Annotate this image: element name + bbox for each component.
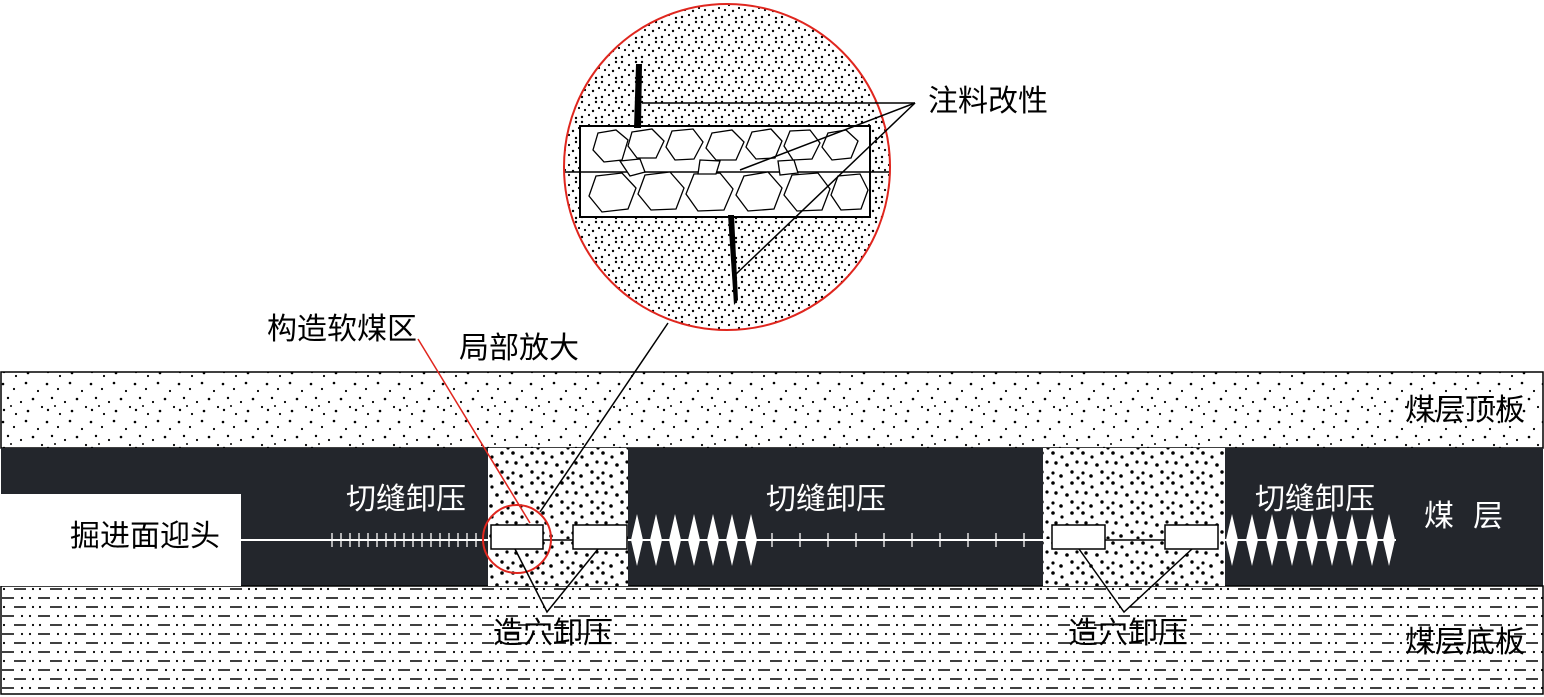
slot-ticks-2	[771, 533, 1025, 547]
grouting-label: 注料改性	[928, 84, 1048, 119]
roadway-opening	[0, 494, 241, 586]
zoom-focus-circle	[482, 504, 552, 574]
floor-layer	[0, 585, 1544, 695]
heading-face-label: 掘进面迎头	[70, 519, 220, 554]
soft-coal-zone-label: 构造软煤区	[267, 312, 417, 347]
grouting-leaders	[642, 102, 916, 276]
coal-seam-layer	[1, 448, 1543, 586]
slot-relief-label-2: 切缝卸压	[766, 482, 886, 517]
coal-seam-label: 煤 层	[1424, 499, 1503, 534]
slot-relief-label-1: 切缝卸压	[346, 482, 466, 517]
magnified-circle-border	[563, 3, 891, 331]
cavity-relief-label-1: 造穴卸压	[493, 616, 613, 651]
leader-enlarge	[539, 322, 669, 513]
cavity-3	[1051, 524, 1106, 550]
upper-fracture	[634, 64, 642, 128]
lower-fracture	[728, 215, 738, 305]
roof-layer	[0, 371, 1544, 449]
cavity-4	[1164, 524, 1219, 550]
leader-cavity-1	[514, 548, 599, 614]
cut-spikes-1	[631, 514, 757, 566]
leader-cavity-2	[1078, 548, 1193, 614]
roof-label: 煤层顶板	[1405, 393, 1525, 428]
floor-label: 煤层底板	[1405, 625, 1525, 660]
cut-spikes-2	[1226, 514, 1395, 566]
grout-rock-fragments	[588, 128, 869, 213]
cavity-relief-label-2: 造穴卸压	[1068, 616, 1188, 651]
local-enlarge-label: 局部放大	[459, 331, 579, 366]
slot-ticks-1	[331, 533, 477, 547]
cavity-1	[490, 524, 544, 550]
cavity-2	[572, 524, 628, 550]
slot-relief-label-3: 切缝卸压	[1255, 482, 1375, 517]
magnified-view	[563, 3, 891, 331]
leader-soft-zone	[417, 338, 531, 524]
